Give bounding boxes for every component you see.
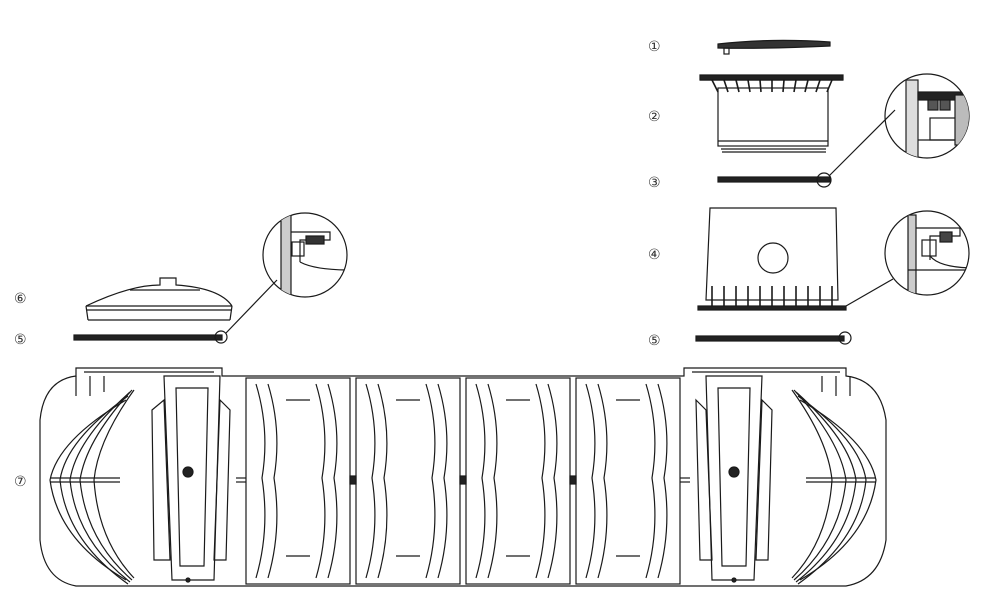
- left-inlet-bracket: [151, 375, 231, 583]
- part-1-cover-lid: [717, 39, 831, 55]
- module-segment-4: [569, 377, 690, 585]
- callout-3: ③: [648, 175, 661, 191]
- callout-4: ④: [648, 247, 661, 263]
- part-5-right-seal-ring: [695, 331, 852, 345]
- callout-2: ②: [648, 109, 661, 125]
- module-segment-2: [349, 377, 461, 585]
- callout-5-left: ⑤: [14, 332, 27, 348]
- callout-6: ⑥: [14, 291, 27, 307]
- module-segment-1: [236, 377, 351, 585]
- right-end-ribs: [791, 376, 877, 585]
- part-2-shaft-extension: [699, 74, 844, 153]
- module-segment-3: [459, 377, 571, 585]
- detail-magnifier-shaft-joint: [884, 210, 970, 296]
- callout-5-right: ⑤: [648, 333, 661, 349]
- right-inlet-bracket: [695, 375, 773, 583]
- detail-magnifier-seal-top: [884, 73, 970, 159]
- callout-7: ⑦: [14, 474, 27, 490]
- part-4-shaft-base: [697, 207, 894, 311]
- part-7-main-tank: [39, 367, 887, 587]
- callout-labels: ① ② ③ ④ ⑤ ⑥ ⑤ ⑦: [14, 39, 661, 490]
- part-5-left-seal-ring: [73, 279, 278, 344]
- left-end-ribs: [49, 376, 135, 585]
- callout-1: ①: [648, 39, 661, 55]
- part-3-seal-ring: [717, 109, 896, 188]
- detail-magnifier-lid-seal: [262, 212, 348, 298]
- part-6-dome-lid: [85, 277, 233, 321]
